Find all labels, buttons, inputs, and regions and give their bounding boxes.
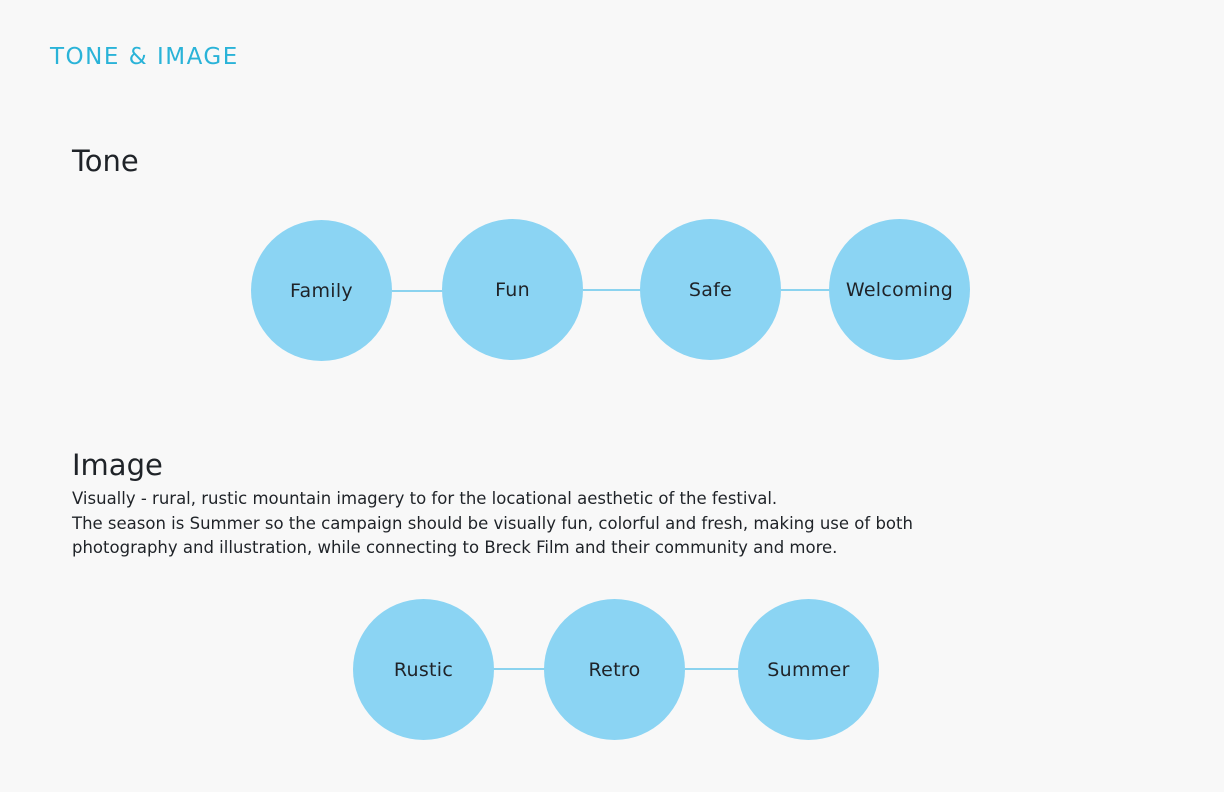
image-node-retro: Retro <box>544 599 685 740</box>
image-title: Image <box>72 448 163 482</box>
image-description: Visually - rural, rustic mountain imager… <box>72 487 1162 561</box>
tone-connector <box>781 289 830 291</box>
tone-node-fun: Fun <box>442 219 583 360</box>
image-node-summer: Summer <box>738 599 879 740</box>
image-node-label: Summer <box>767 658 850 681</box>
tone-node-family: Family <box>251 220 392 361</box>
image-connector <box>685 668 740 670</box>
tone-connector <box>392 290 444 292</box>
description-line: The season is Summer so the campaign sho… <box>72 513 913 533</box>
tone-node-label: Welcoming <box>845 278 954 301</box>
image-node-rustic: Rustic <box>353 599 494 740</box>
tone-title: Tone <box>72 144 139 178</box>
image-node-label: Rustic <box>393 658 454 681</box>
description-line: Visually - rural, rustic mountain imager… <box>72 489 778 508</box>
image-connector <box>493 668 546 670</box>
tone-node-welcoming: Welcoming <box>829 219 970 360</box>
tone-node-safe: Safe <box>640 219 781 360</box>
tone-connector <box>583 289 642 291</box>
tone-node-label: Family <box>290 279 353 302</box>
image-node-label: Retro <box>588 658 641 681</box>
description-line: photography and illustration, while conn… <box>72 538 838 557</box>
tone-node-label: Fun <box>495 278 530 301</box>
section-eyebrow: TONE & IMAGE <box>50 44 239 70</box>
tone-node-label: Safe <box>688 278 733 301</box>
